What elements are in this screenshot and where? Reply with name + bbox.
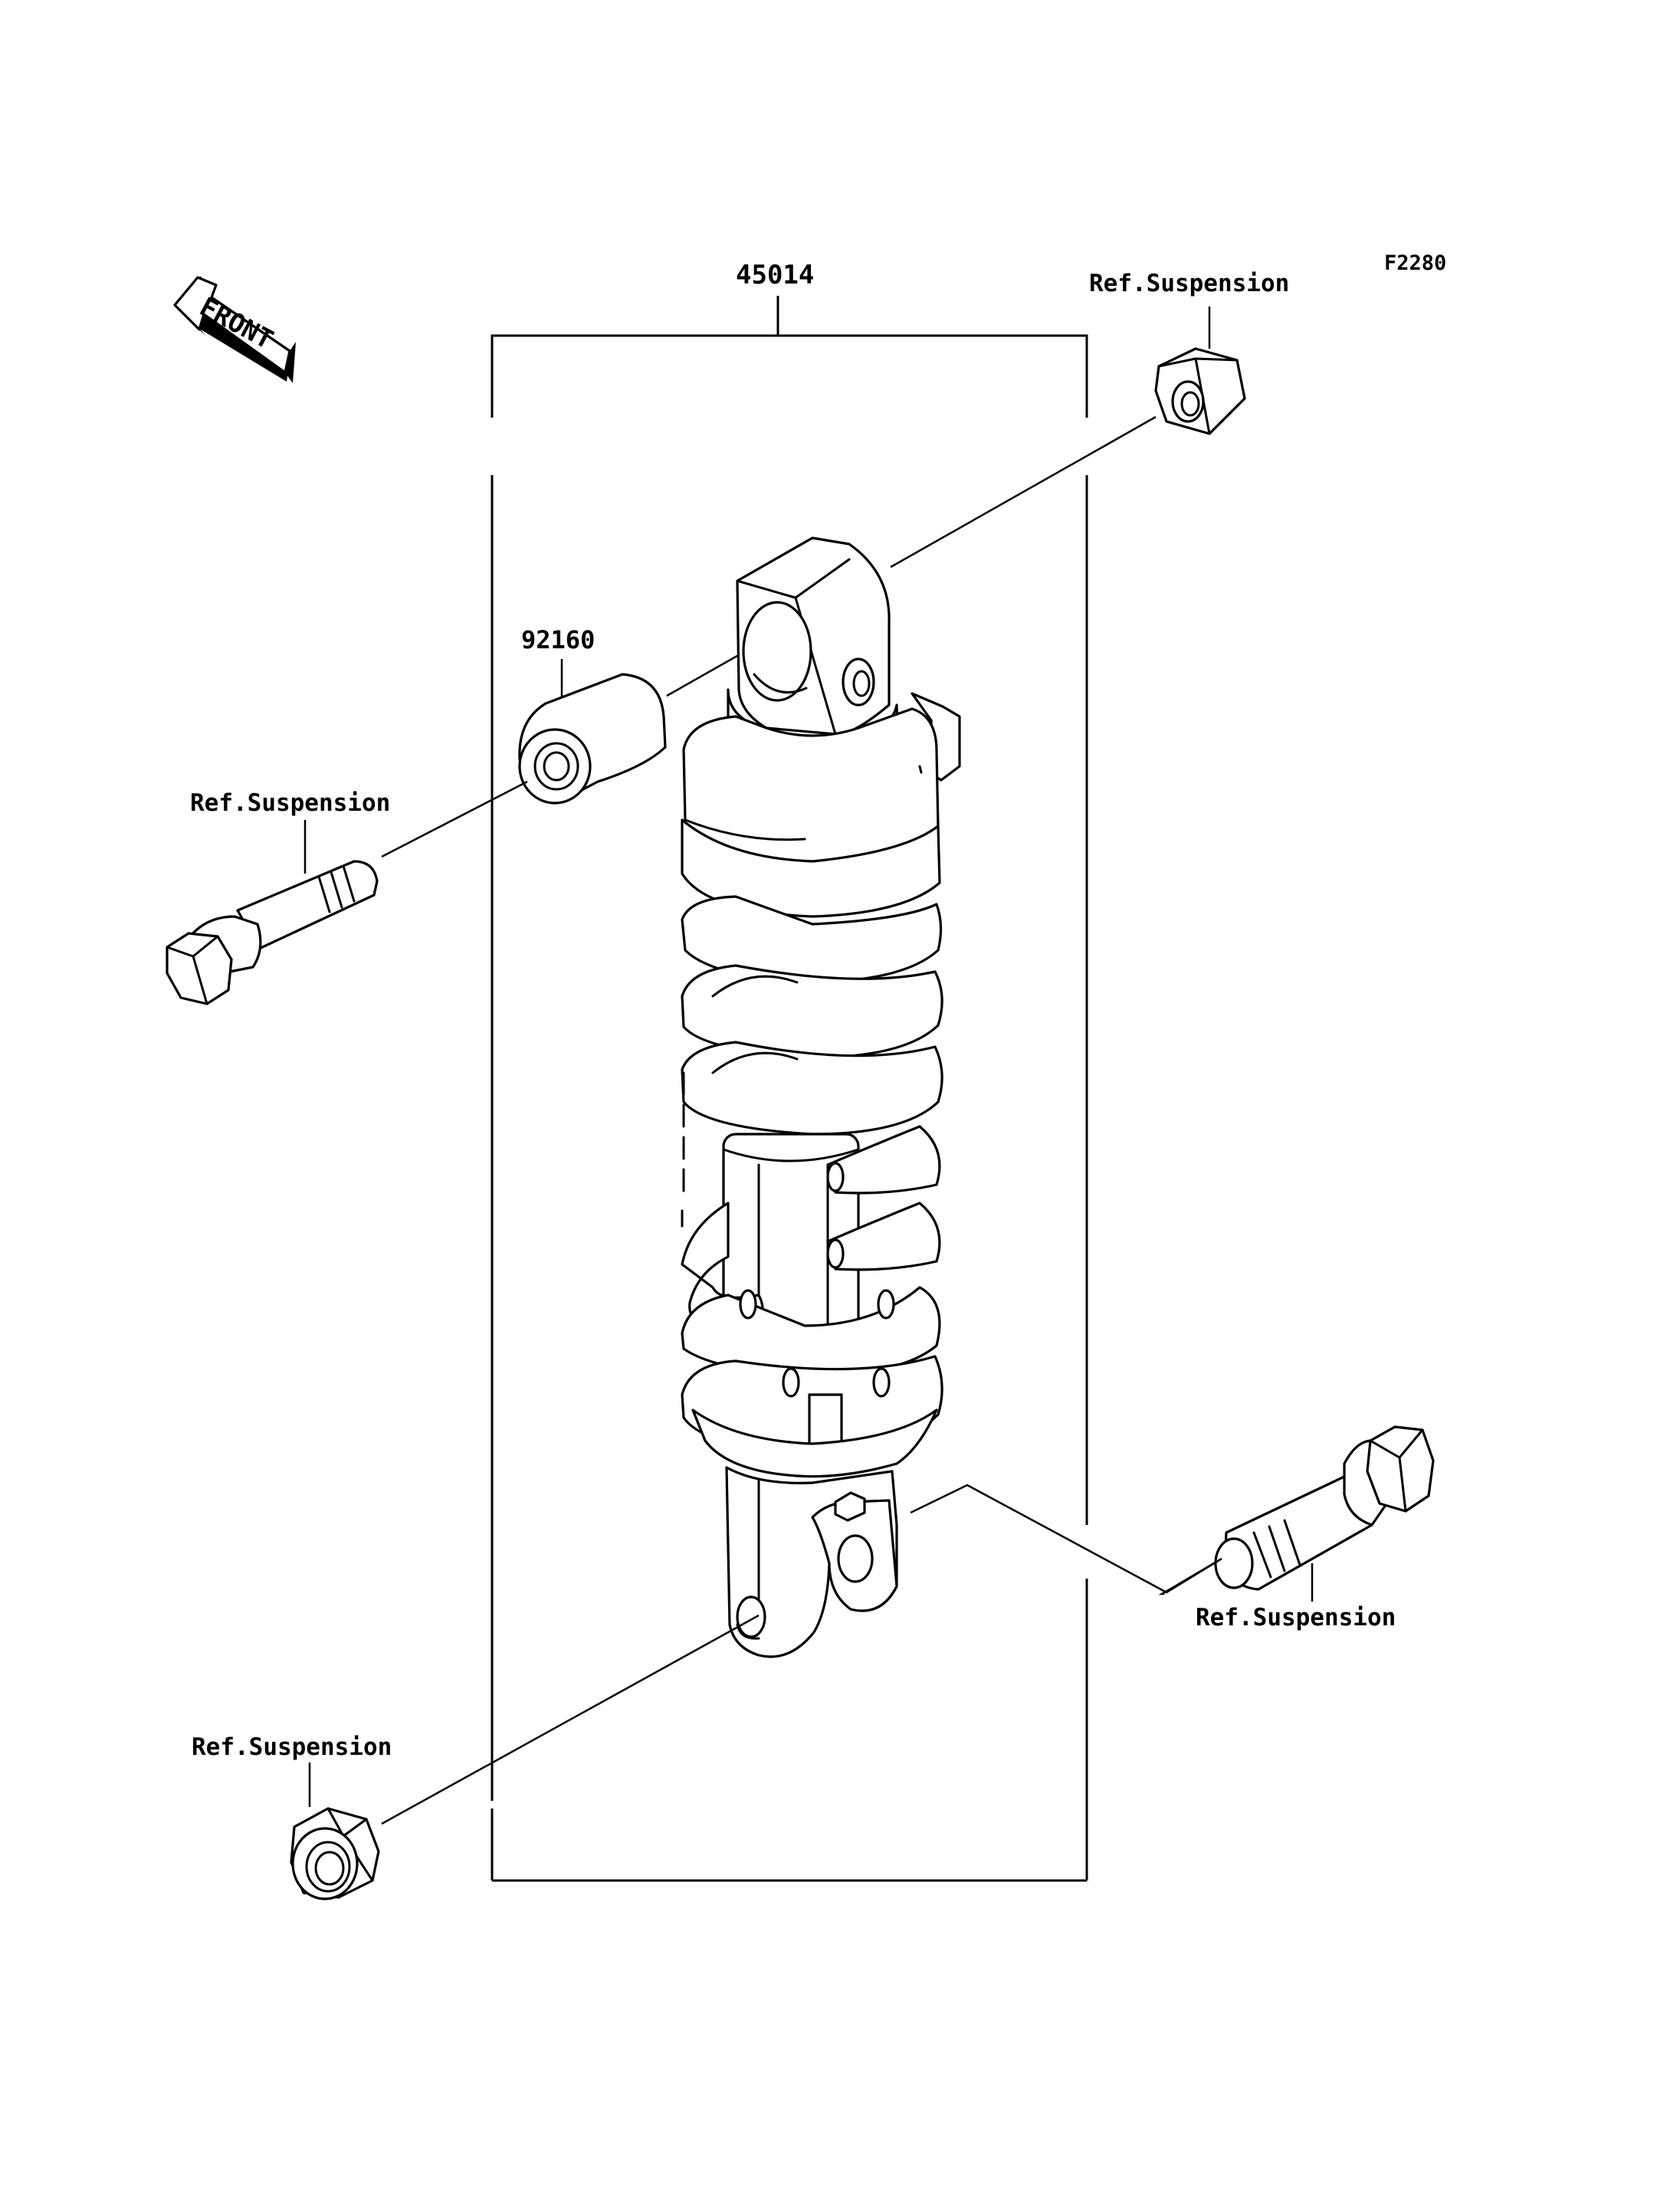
bottom-nut-reference: Ref.Suspension — [192, 1733, 392, 1761]
lower-bolt-guide-line — [910, 1484, 1222, 1595]
top-nut-guide-line — [890, 415, 1157, 569]
collar-part-number: 92160 — [521, 625, 595, 654]
shock-absorber-part-number: 45014 — [736, 260, 814, 290]
lower-bolt-icon — [1214, 1425, 1435, 1591]
top-nut-reference: Ref.Suspension — [1089, 270, 1289, 297]
front-arrow-icon: FRONT — [173, 276, 296, 383]
figure-code: F2280 — [1384, 251, 1446, 275]
top-nut-icon — [1154, 347, 1246, 435]
bottom-nut-icon — [290, 1807, 380, 1900]
lower-bolt-reference: Ref.Suspension — [1196, 1604, 1396, 1631]
upper-bolt-icon — [166, 860, 379, 1005]
assembly-bracket — [491, 296, 1088, 1882]
collar-icon — [518, 673, 667, 805]
upper-bolt-guide-line — [381, 780, 528, 858]
shock-absorber-icon — [681, 536, 961, 1658]
bottom-nut-guide-line — [381, 1614, 760, 1825]
upper-bolt-reference: Ref.Suspension — [190, 789, 390, 817]
